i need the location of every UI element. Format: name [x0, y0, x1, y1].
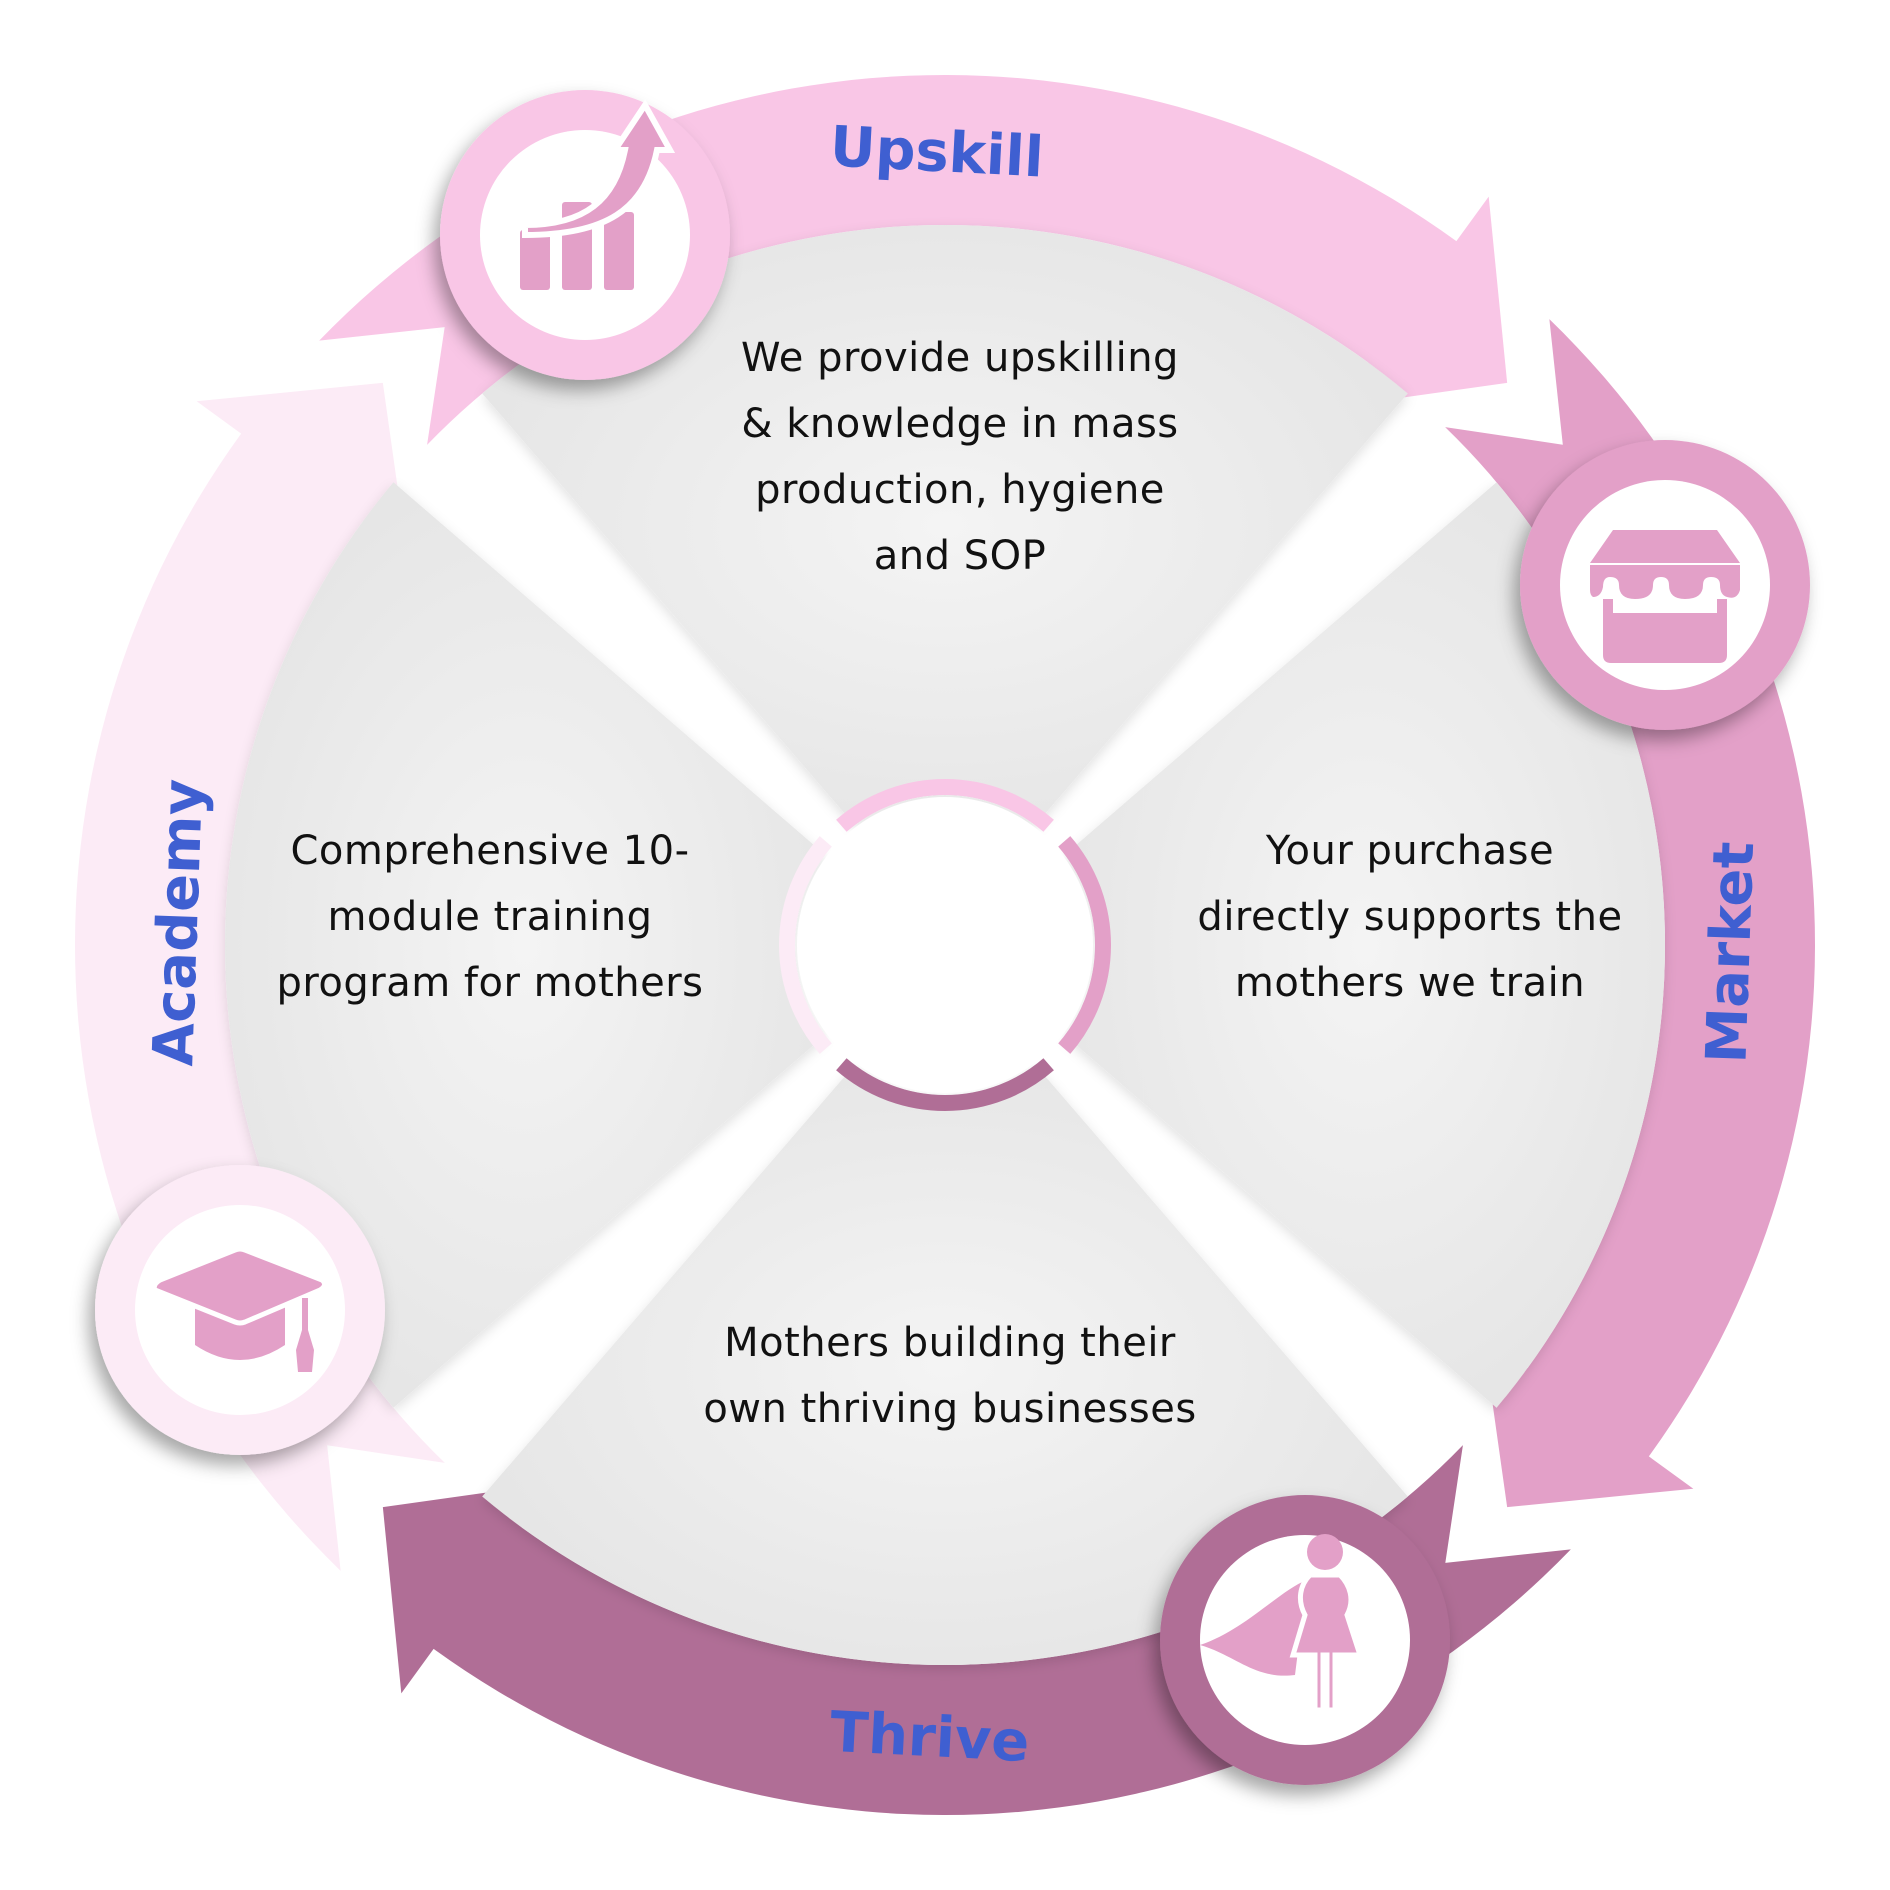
- sector-thrive: [482, 1064, 1408, 1665]
- badge-academy: [95, 1165, 385, 1455]
- label-thrive: Thrive: [828, 1699, 1031, 1776]
- description-academy: Comprehensive 10- module training progra…: [220, 818, 760, 1016]
- description-line: We provide upskilling: [741, 335, 1179, 381]
- label-upskill: Upskill: [828, 114, 1046, 191]
- description-line: directly supports the: [1197, 894, 1623, 940]
- superhero-woman-icon: [1200, 1534, 1364, 1713]
- hub-center-circle: [797, 797, 1093, 1093]
- quadrant-sectors: [224, 225, 1665, 1665]
- sector-academy: [224, 482, 826, 1408]
- description-line: program for mothers: [276, 960, 704, 1006]
- description-line: and SOP: [873, 533, 1047, 579]
- hub-ring-academy: [779, 836, 832, 1054]
- description-line: module training: [327, 894, 653, 940]
- label-academy: Academy: [141, 777, 217, 1068]
- description-upskill: We provide upskilling & knowledge in mas…: [690, 325, 1230, 589]
- hub-ring-thrive: [836, 1058, 1054, 1111]
- description-thrive: Mothers building their own thriving busi…: [660, 1310, 1240, 1442]
- description-line: mothers we train: [1234, 960, 1586, 1006]
- label-market: Market: [1694, 840, 1768, 1065]
- storefront-icon: [1590, 530, 1740, 663]
- description-line: own thriving businesses: [703, 1386, 1197, 1432]
- description-market: Your purchase directly supports the moth…: [1150, 818, 1670, 1016]
- description-line: production, hygiene: [755, 467, 1165, 513]
- badge-thrive: [1160, 1495, 1450, 1785]
- graduation-cap-icon: [151, 1246, 328, 1372]
- description-line: Comprehensive 10-: [290, 828, 690, 874]
- description-line: Mothers building their: [724, 1320, 1176, 1366]
- badge-upskill: [440, 90, 730, 380]
- growth-chart-icon: [520, 99, 676, 290]
- hub-ring-upskill: [836, 779, 1054, 832]
- sector-upskill: [482, 225, 1408, 826]
- center-hub: [779, 779, 1111, 1111]
- badge-market: [1520, 440, 1810, 730]
- sector-market: [1064, 482, 1665, 1408]
- hub-ring-market: [1058, 836, 1111, 1054]
- description-line: & knowledge in mass: [741, 401, 1179, 447]
- description-line: Your purchase: [1265, 828, 1555, 874]
